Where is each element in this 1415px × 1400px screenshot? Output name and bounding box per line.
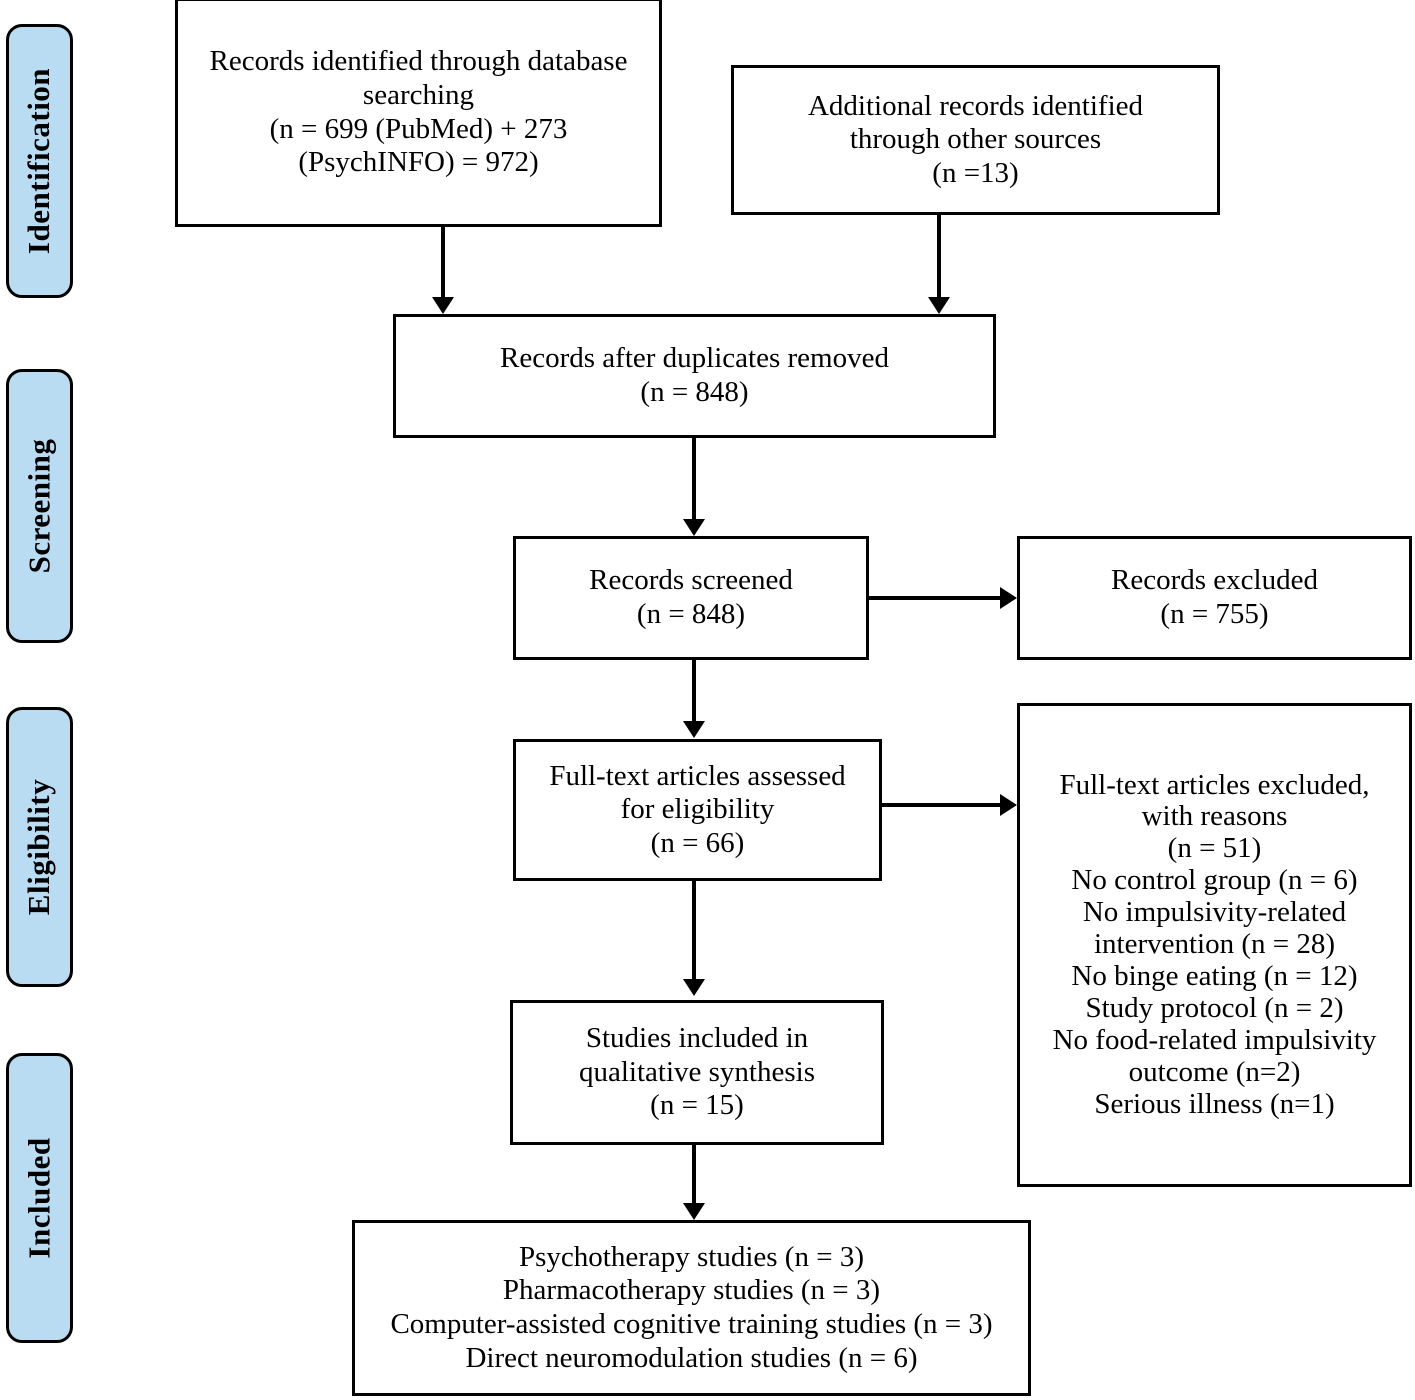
box-records-screened-text: Records screened (n = 848) bbox=[589, 564, 793, 630]
box-other-records-text: Additional records identified through ot… bbox=[807, 89, 1143, 189]
box-records-excluded: Records excluded (n = 755) bbox=[1017, 536, 1412, 660]
stage-identification-label: Identification bbox=[21, 67, 57, 255]
box-study-breakdown-text: Psychotherapy studies (n = 3) Pharmacoth… bbox=[390, 1240, 993, 1374]
box-fulltext-assessed: Full-text articles assessed for eligibil… bbox=[513, 739, 882, 881]
box-duplicates-removed-text: Records after duplicates removed (n = 84… bbox=[500, 342, 889, 408]
arrowhead-synthesis-to-breakdown bbox=[683, 1203, 705, 1220]
box-records-excluded-text: Records excluded (n = 755) bbox=[1111, 564, 1318, 630]
stage-screening: Screening bbox=[6, 369, 73, 643]
stage-included-label: Included bbox=[21, 1137, 57, 1259]
connector-screened-to-fulltext bbox=[692, 660, 696, 723]
box-study-breakdown: Psychotherapy studies (n = 3) Pharmacoth… bbox=[352, 1220, 1031, 1396]
arrowhead-fulltext-to-synthesis bbox=[683, 979, 705, 996]
box-qualitative-synthesis: Studies included in qualitative synthesi… bbox=[510, 1000, 884, 1145]
arrowhead-database-to-duplicates bbox=[432, 297, 454, 314]
box-other-records: Additional records identified through ot… bbox=[731, 65, 1220, 215]
connector-screened-to-excluded bbox=[869, 596, 1001, 600]
stage-eligibility-label: Eligibility bbox=[21, 778, 57, 916]
box-database-records: Records identified through database sear… bbox=[175, 0, 662, 227]
arrowhead-other-to-duplicates bbox=[928, 297, 950, 314]
connector-fulltext-to-synthesis bbox=[692, 881, 696, 981]
box-fulltext-excluded: Full-text articles excluded, with reason… bbox=[1017, 703, 1412, 1187]
stage-included: Included bbox=[6, 1053, 73, 1343]
box-fulltext-assessed-text: Full-text articles assessed for eligibil… bbox=[549, 759, 846, 859]
connector-fulltext-to-exclusions bbox=[882, 803, 1002, 807]
stage-screening-label: Screening bbox=[21, 438, 57, 574]
box-qualitative-synthesis-text: Studies included in qualitative synthesi… bbox=[579, 1022, 815, 1122]
arrowhead-screened-to-fulltext bbox=[683, 721, 705, 738]
arrowhead-screened-to-excluded bbox=[1000, 587, 1017, 609]
stage-eligibility: Eligibility bbox=[6, 707, 73, 987]
box-database-records-text: Records identified through database sear… bbox=[209, 45, 628, 179]
connector-database-to-duplicates bbox=[441, 227, 445, 299]
arrowhead-fulltext-to-exclusions bbox=[1000, 794, 1017, 816]
box-duplicates-removed: Records after duplicates removed (n = 84… bbox=[393, 314, 996, 438]
box-records-screened: Records screened (n = 848) bbox=[513, 536, 869, 660]
box-fulltext-excluded-text: Full-text articles excluded, with reason… bbox=[1052, 768, 1377, 1120]
connector-other-to-duplicates bbox=[937, 215, 941, 299]
connector-duplicates-to-screened bbox=[692, 438, 696, 521]
stage-identification: Identification bbox=[6, 24, 73, 298]
connector-synthesis-to-breakdown bbox=[692, 1145, 696, 1205]
arrowhead-duplicates-to-screened bbox=[683, 519, 705, 536]
